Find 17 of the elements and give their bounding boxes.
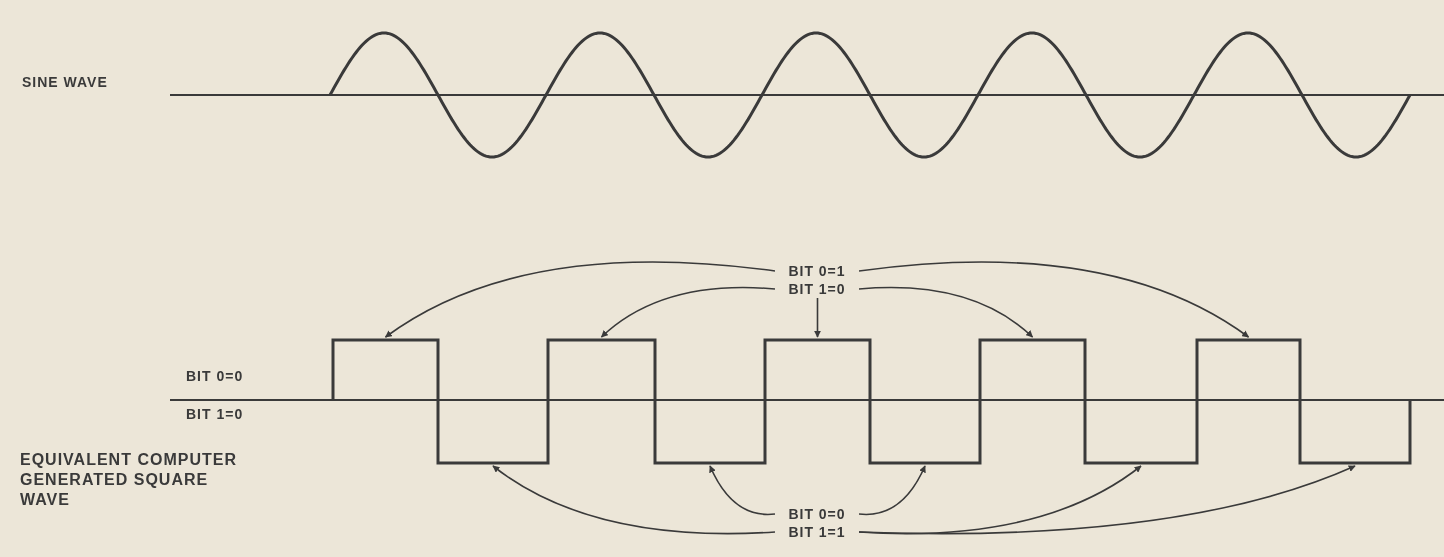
wave-name-label: SINE WAVE: [22, 73, 108, 92]
bit-value-label: BIT 1=0: [186, 405, 244, 424]
bit-value-label: BIT 0=1: [788, 262, 846, 280]
leader-line: [492, 465, 776, 535]
leader-line: [858, 465, 926, 516]
leader-line: [858, 286, 1034, 338]
leader-line: [384, 261, 776, 338]
bit-value-label: BIT 0=0: [186, 367, 244, 386]
wave-name-label: EQUIVALENT COMPUTER GENERATED SQUARE WAVE: [20, 450, 238, 510]
bit-value-label: BIT 1=0: [788, 280, 846, 298]
leader-line: [709, 465, 776, 516]
bit-value-label: BIT 0=0: [788, 505, 846, 523]
leader-line: [858, 465, 1356, 535]
leader-line: [600, 286, 776, 338]
leader-line: [814, 297, 821, 338]
bit-value-label: BIT 1=1: [788, 523, 846, 541]
leader-line: [858, 261, 1250, 338]
